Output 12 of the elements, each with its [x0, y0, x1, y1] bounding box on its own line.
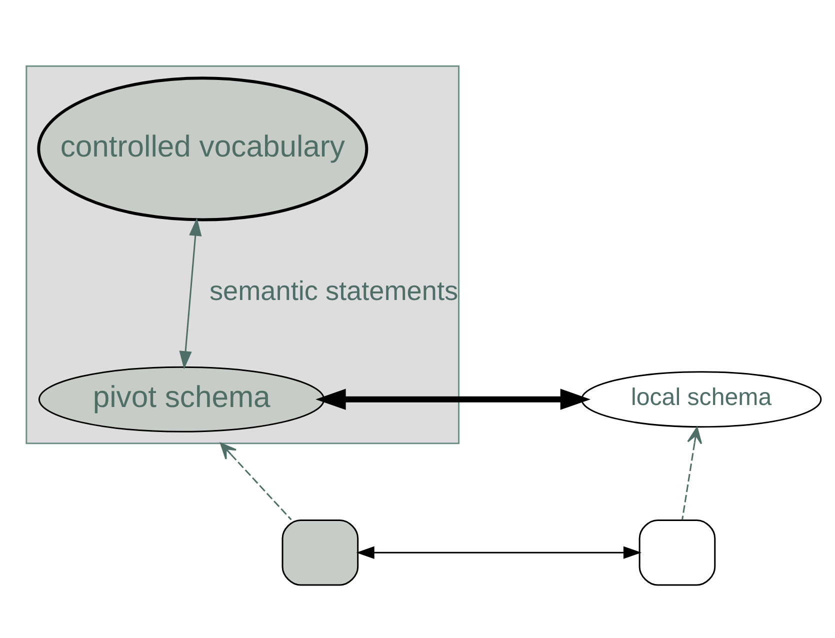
edge-label: semantic statements — [209, 274, 458, 306]
node-box — [638, 518, 716, 586]
node-ellipse: controlled vocabulary — [37, 76, 368, 221]
node-box — [282, 518, 359, 586]
node-ellipse: local schema — [580, 370, 822, 428]
node-ellipse: pivot schema — [38, 366, 325, 432]
cluster — [26, 64, 460, 444]
arrow — [356, 546, 642, 558]
arrow — [179, 217, 202, 369]
arrow — [220, 442, 292, 520]
arrow — [316, 388, 591, 410]
arrow — [682, 426, 702, 520]
